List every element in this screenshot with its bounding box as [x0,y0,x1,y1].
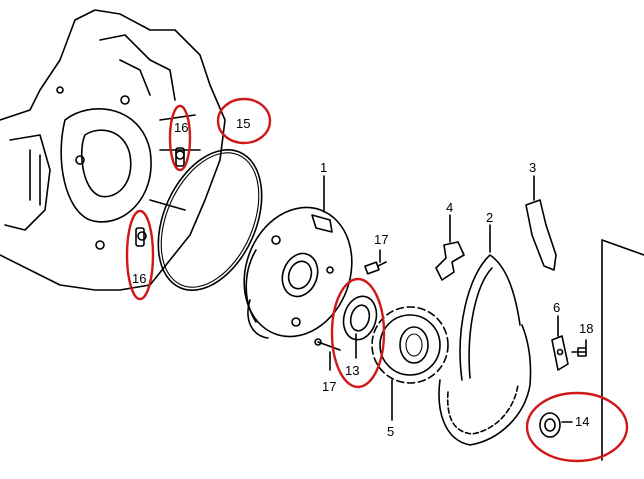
label-18: 18 [579,321,593,336]
plate [551,315,569,371]
gasket-ring [157,149,263,291]
cover-plate [243,175,353,339]
label-3: 3 [529,160,536,175]
label-17-upper: 17 [374,232,388,247]
bracket [435,214,465,281]
highlight-marks [125,97,629,463]
highlight-16-bottom [125,209,155,301]
washer [539,412,573,438]
bolt-18 [571,339,587,357]
part-labels: 1 2 3 4 5 6 13 14 15 16 16 17 17 18 [132,116,593,439]
frame-edge [601,239,644,461]
label-6: 6 [553,300,560,315]
highlight-13 [330,277,386,389]
label-14: 14 [575,414,589,429]
label-5: 5 [387,424,394,439]
dowel-lower [135,227,145,247]
bolt-lower [314,338,341,371]
label-15: 15 [236,116,250,131]
label-4: 4 [446,200,453,215]
label-16-bottom: 16 [132,271,146,286]
seal-ring [342,295,378,359]
label-13: 13 [345,363,359,378]
label-16-top: 16 [174,120,188,135]
bolt-upper [364,249,387,275]
chain-slider [525,175,557,271]
label-1: 1 [320,160,327,175]
highlight-15 [216,97,272,145]
label-2: 2 [486,210,493,225]
drive-chain [438,224,532,446]
highlight-14 [525,391,629,463]
label-17-lower: 17 [322,379,336,394]
crankcase [0,9,226,291]
dowel-upper [175,147,185,167]
sprocket [371,306,449,421]
highlight-16-top [168,104,192,172]
